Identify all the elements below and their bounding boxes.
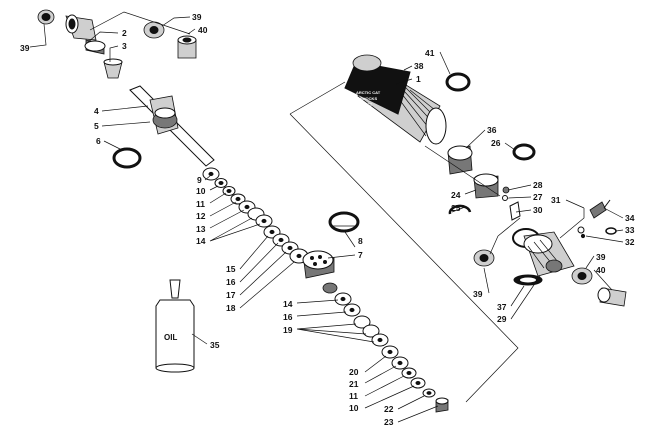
callout-21: 21 [349,379,359,389]
callout-24: 24 [451,190,461,200]
callout-33: 33 [625,225,635,235]
callout-12: 12 [196,211,206,221]
callout-29: 29 [497,314,507,324]
part-19-shim-stack [353,315,389,347]
callout-11-lower: 11 [349,391,358,401]
callout-32: 32 [625,237,635,247]
part-12-shim [230,193,246,205]
callout-14-upper: 14 [196,236,206,246]
callout-36: 36 [487,125,497,135]
part-35-oil-bottle: OIL [155,279,195,373]
part-36-bearing-cap [447,145,473,175]
part-6-oring [112,147,142,169]
part-31-adjuster-parts [577,199,617,239]
callout-16-lower: 16 [283,312,293,322]
part-10-washer [214,178,228,188]
callout-18: 18 [226,303,236,313]
callout-27: 27 [533,192,543,202]
part-8-piston-ring [328,211,360,233]
callout-15: 15 [226,264,236,274]
part-26-oring [512,143,536,161]
callout-34: 34 [625,213,635,223]
part-lower-nut [322,282,338,294]
callout-11-upper: 11 [196,199,205,209]
part-25-clip [448,204,472,215]
part-37-washer [513,274,543,286]
leader-lines [29,16,624,423]
callout-23: 23 [384,417,394,427]
callout-13: 13 [196,224,206,234]
part-41-oring [445,72,471,92]
part-29-reservoir-body [523,231,575,277]
callout-38: 38 [414,61,424,71]
callout-19: 19 [283,325,293,335]
part-shock-eye-top [65,14,97,41]
callout-22: 22 [384,404,394,414]
part-39-bushing-lower-left [473,249,495,267]
part-39-bushing-top-left [37,9,55,25]
part-40-sleeve-lower [597,287,627,307]
callout-20: 20 [349,367,359,377]
callout-30: 30 [533,205,543,215]
callout-39-lower-right: 39 [596,252,606,262]
part-14-lower-shim [334,292,352,306]
callout-40-lower: 40 [596,265,606,275]
callout-25: 25 [451,203,461,213]
part-7-piston [302,250,335,279]
callout-8: 8 [358,236,363,246]
part-28-27-valve [502,186,521,221]
callout-1: 1 [416,74,421,84]
callout-39-top-left: 39 [20,43,30,53]
callout-9: 9 [197,175,202,185]
part-2-bushing [84,39,106,55]
part-20-shim [381,345,399,359]
callout-40-top: 40 [198,25,208,35]
part-10-lower-washer [410,377,426,389]
decal-line-2: SHOCKS [360,96,377,101]
callout-labels: 39 2 3 39 40 4 5 6 9 10 11 12 13 14 15 1… [20,12,635,427]
part-16-lower-shim [343,303,361,317]
part-9-washer [202,167,220,181]
part-23-nut [435,397,449,413]
part-38-reservoir-top: ARCTIC CAT SHOCKS ACT [344,54,411,115]
callout-4: 4 [94,106,99,116]
part-40-sleeve-top [177,35,197,59]
callout-17: 17 [226,290,236,300]
part-14-shim-stack [247,207,273,228]
part-24-seal [473,173,499,199]
callout-6: 6 [96,136,101,146]
callout-28: 28 [533,180,543,190]
decal-line-3: ACT [364,102,373,107]
callout-14-lower: 14 [283,299,293,309]
part-4-shaft [129,85,215,167]
part-11-lower-washer [401,367,417,379]
callout-16-upper: 16 [226,277,236,287]
part-22-washer [422,388,436,398]
callout-7: 7 [358,250,363,260]
assembly-bracket-lines [89,11,585,403]
callout-10-upper: 10 [196,186,206,196]
callout-10-lower: 10 [349,403,359,413]
callout-31: 31 [551,195,561,205]
decal-line-1: ARCTIC CAT [356,90,381,95]
oil-label: OIL [164,333,177,342]
callout-3: 3 [122,41,127,51]
callout-2: 2 [122,28,127,38]
callout-5: 5 [94,121,99,131]
callout-39-top-right: 39 [192,12,202,22]
part-3-bumper [103,58,123,79]
callout-39-lower-left: 39 [473,289,483,299]
callout-37: 37 [497,302,507,312]
callout-41: 41 [425,48,435,58]
part-39-bushing-lower-right [571,267,593,285]
callout-35: 35 [210,340,220,350]
callout-26: 26 [491,138,501,148]
